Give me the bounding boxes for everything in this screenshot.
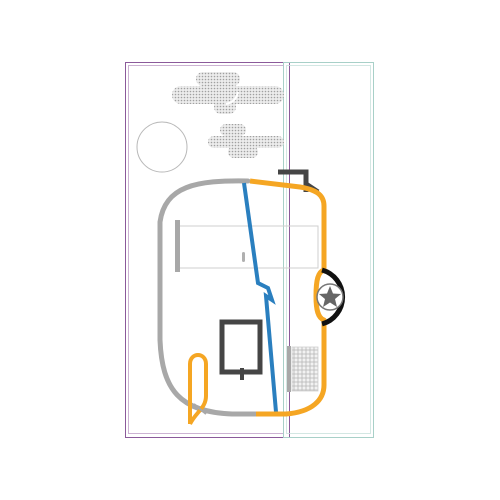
side-rail-left <box>175 220 180 272</box>
cloud-icon <box>172 72 284 158</box>
lightning-stripe <box>242 182 278 413</box>
guide-frame-right <box>283 62 374 438</box>
sun-icon <box>136 121 188 173</box>
wheel-icon <box>316 267 346 327</box>
rear-step-shadow <box>193 403 207 415</box>
guide-frame-left <box>125 62 290 438</box>
trailer-front-panel <box>249 178 327 417</box>
star-hubcap-icon <box>319 286 341 307</box>
side-window-outline <box>175 225 319 269</box>
artboard-guides <box>125 62 374 438</box>
cloud-small <box>208 124 284 158</box>
rear-step <box>188 353 208 425</box>
guide-frame-right-inner <box>286 65 371 434</box>
vent-grille <box>291 346 319 392</box>
vent-handle <box>287 346 291 392</box>
side-rail-dot <box>242 252 245 262</box>
window-icon <box>219 319 263 380</box>
trailer-body-outline <box>157 178 279 417</box>
cloud-large <box>172 72 284 114</box>
